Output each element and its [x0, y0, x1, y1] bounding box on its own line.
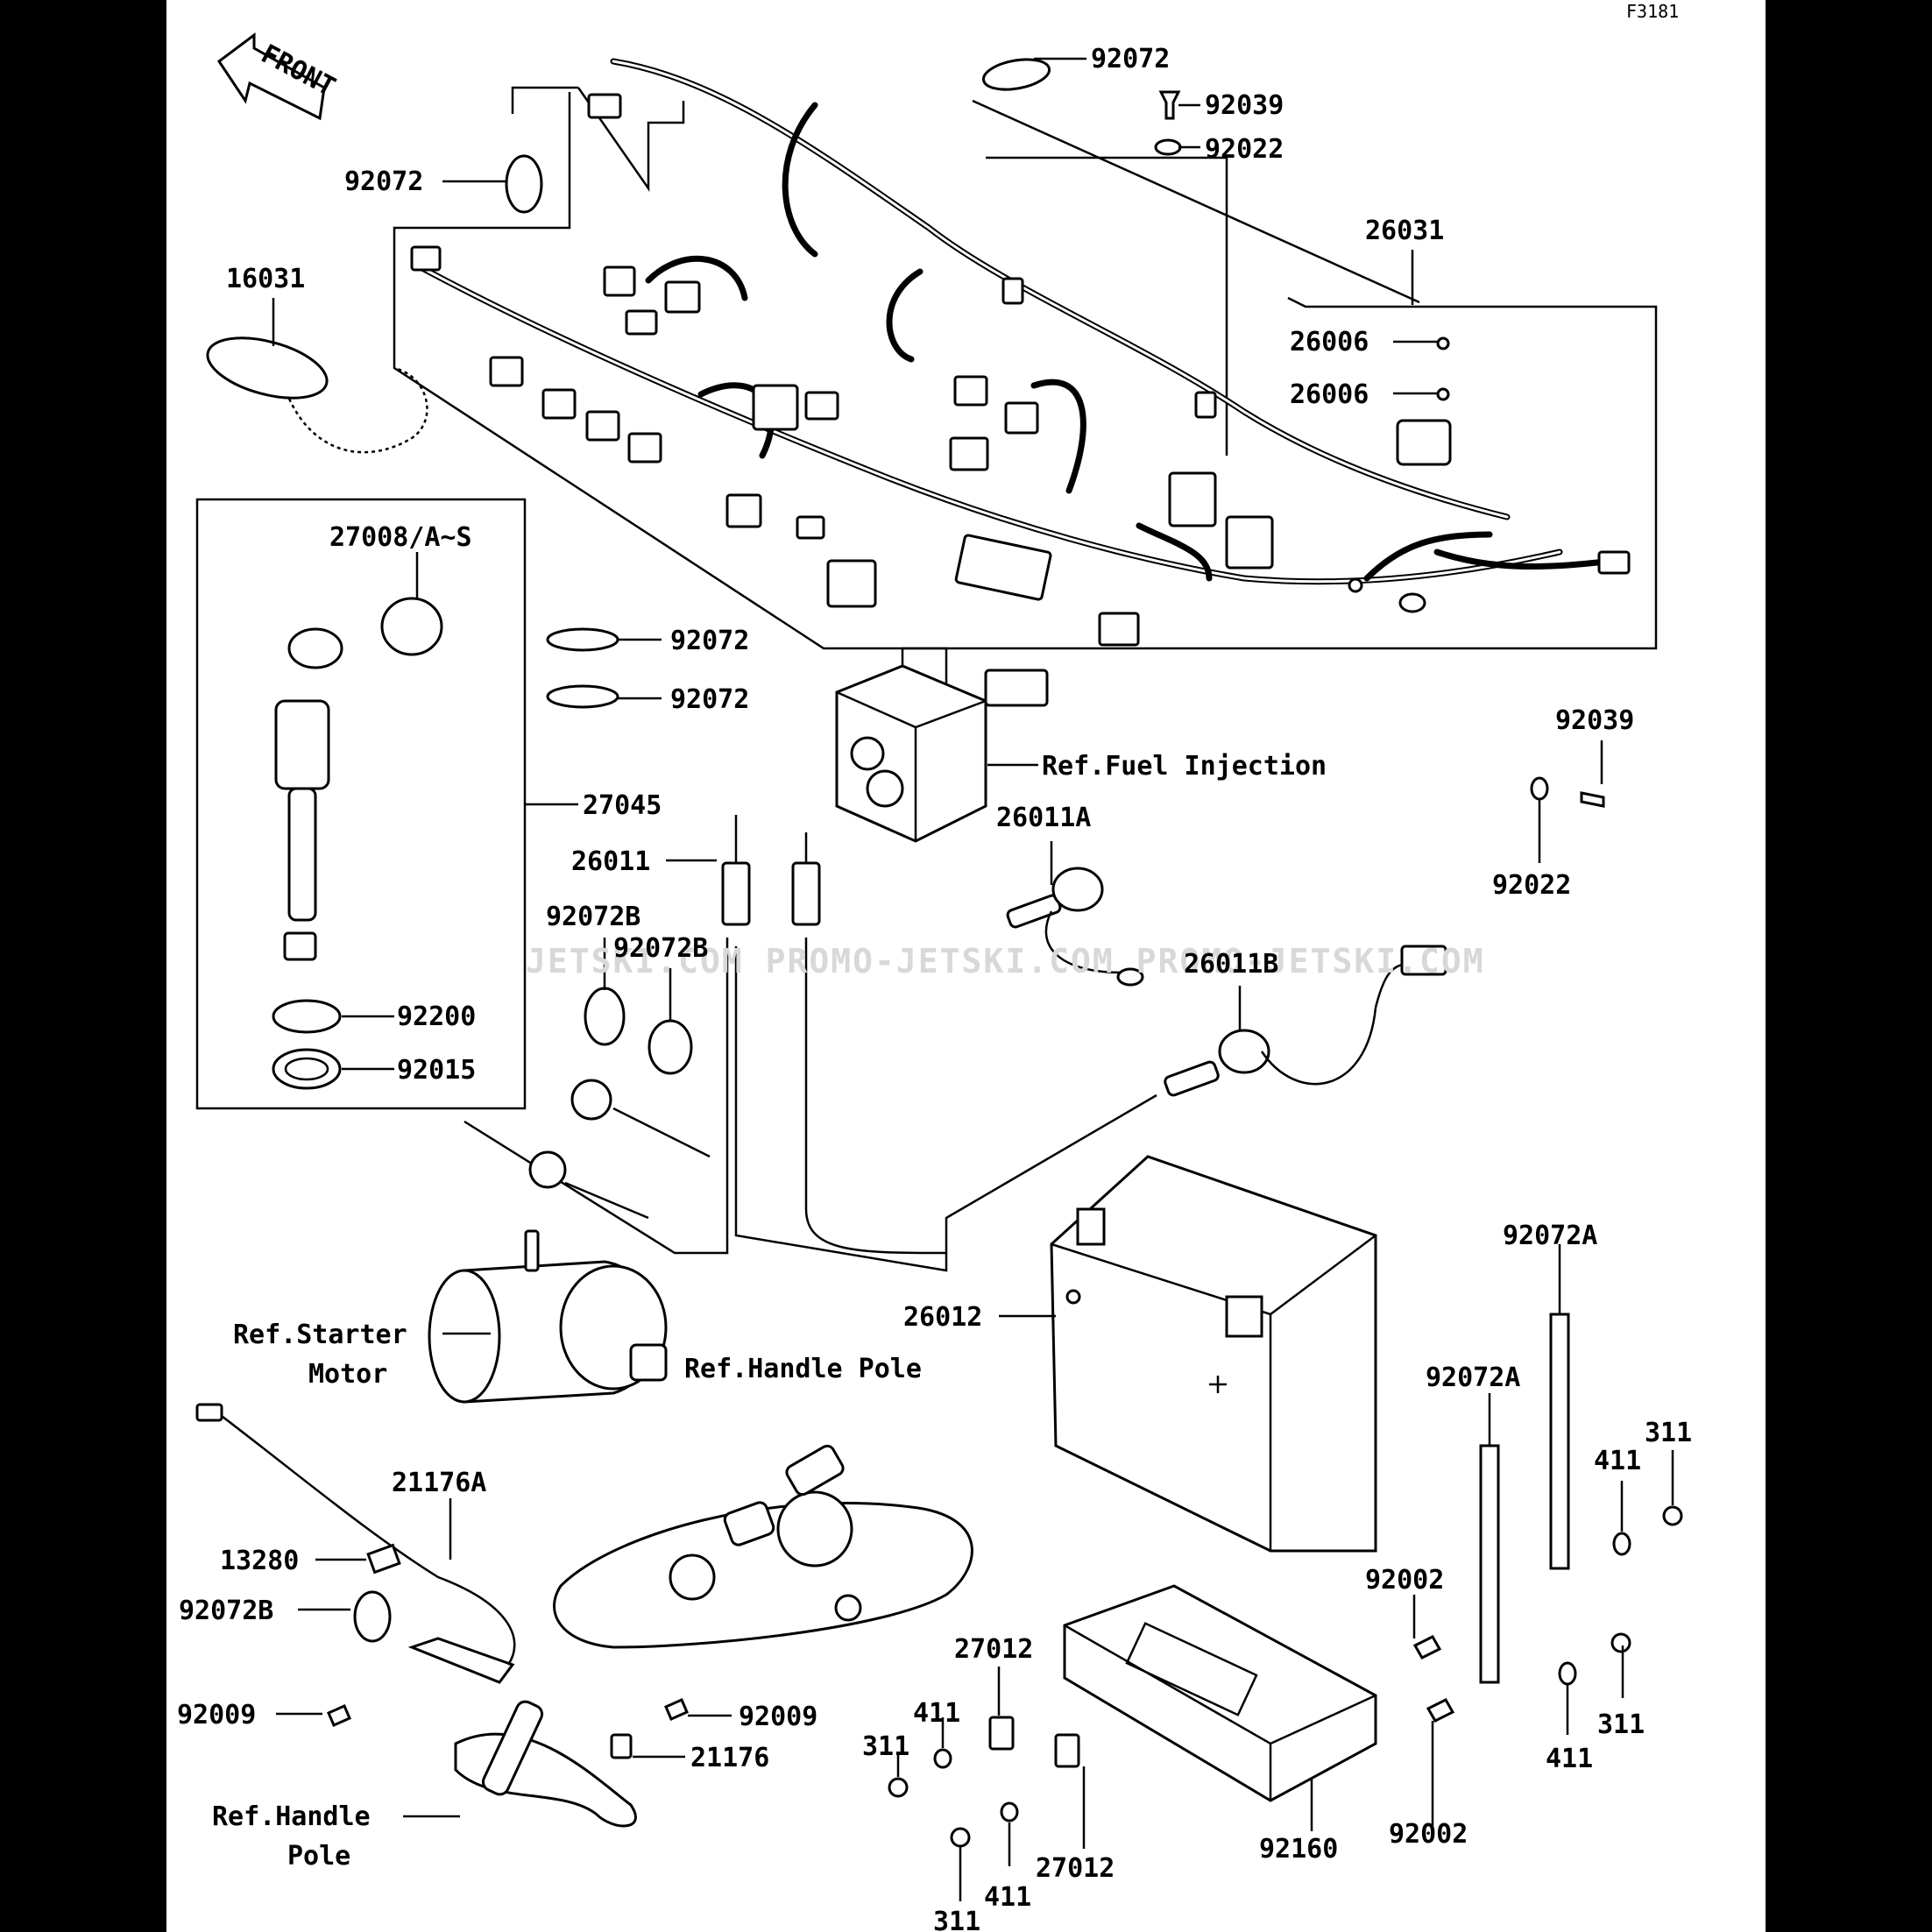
- label-27008: 27008/A~S: [329, 522, 472, 553]
- ignition-box-frame: [195, 498, 527, 1110]
- label-92039-right: 92039: [1555, 705, 1634, 736]
- handle-pole-assembly: [195, 1403, 973, 1828]
- label-92072A-a: 92072A: [1503, 1221, 1597, 1251]
- label-26006-b: 26006: [1290, 379, 1369, 410]
- label-411-a: 411: [1594, 1446, 1641, 1476]
- front-arrow-icon: FRONT: [216, 32, 340, 121]
- label-411-d: 411: [984, 1882, 1031, 1913]
- label-26006-a: 26006: [1290, 327, 1369, 357]
- label-311-d: 311: [933, 1907, 980, 1932]
- starter-motor: [428, 1079, 711, 1404]
- figure-code: F3181: [1626, 1, 1679, 22]
- label-13280: 13280: [220, 1546, 299, 1576]
- label-92160: 92160: [1259, 1834, 1338, 1865]
- part-labels: 92072 92039 92022 92072 26031 16031 2600…: [177, 44, 1692, 1932]
- leader-lines: [272, 57, 1674, 1901]
- label-311-a: 311: [1645, 1418, 1692, 1448]
- label-26031: 26031: [1365, 216, 1444, 246]
- label-27045: 27045: [583, 790, 662, 821]
- label-92072B-b: 92072B: [613, 933, 708, 964]
- label-92072B-c: 92072B: [179, 1596, 273, 1626]
- battery-straps-92072A: [1479, 1313, 1570, 1684]
- label-92009-b: 92009: [739, 1702, 817, 1732]
- label-311-b: 311: [862, 1731, 909, 1762]
- battery-26012: [1050, 1155, 1377, 1553]
- label-21176A: 21176A: [392, 1468, 486, 1498]
- label-92072-top: 92072: [1091, 44, 1170, 74]
- parts-diagram: F3181 FRONT: [177, 1, 1692, 1932]
- label-26011A: 26011A: [996, 803, 1091, 833]
- label-92072-d: 92072: [670, 684, 749, 715]
- label-ref-handle-pole-1: Ref.Handle Pole: [684, 1354, 922, 1384]
- cable-straps: [505, 58, 1051, 1075]
- label-21176: 21176: [690, 1743, 769, 1773]
- label-26011B: 26011B: [1184, 949, 1278, 980]
- label-92072B-a: 92072B: [546, 902, 640, 932]
- label-411-b: 411: [913, 1698, 960, 1729]
- label-ref-starter-1: Ref.Starter: [233, 1320, 407, 1350]
- fasteners-top: [1154, 90, 1605, 808]
- label-92072-c: 92072: [670, 626, 749, 656]
- label-16031: 16031: [226, 264, 305, 294]
- label-26012: 26012: [903, 1302, 982, 1333]
- label-ref-handle-2a: Ref.Handle: [212, 1801, 371, 1832]
- battery-tray-92160: [1063, 1584, 1377, 1802]
- label-411-c: 411: [1546, 1744, 1593, 1774]
- main-harness-frame: [393, 86, 1658, 650]
- label-27012-a: 27012: [954, 1634, 1033, 1665]
- label-92002-a: 92002: [1365, 1565, 1444, 1596]
- fuel-injection-block: [835, 647, 1049, 843]
- label-92015: 92015: [397, 1055, 476, 1086]
- label-92002-b: 92002: [1389, 1819, 1468, 1850]
- parts-diagram-sheet: F3181 FRONT: [166, 0, 1766, 1932]
- label-92022-right: 92022: [1492, 870, 1571, 901]
- label-92200: 92200: [397, 1001, 476, 1032]
- label-26011: 26011: [571, 846, 650, 877]
- watermark-text: JETSKI.COM PROMO-JETSKI.COM PROMO-JETSKI…: [526, 942, 1485, 980]
- label-92039-top: 92039: [1205, 90, 1284, 121]
- label-92022-top: 92022: [1205, 134, 1284, 165]
- battery-cables: [464, 815, 1447, 1272]
- wire-harness-26031: [417, 58, 1616, 585]
- label-92072-left: 92072: [344, 166, 423, 197]
- ignition-switch-parts: [272, 597, 443, 1090]
- label-311-c: 311: [1597, 1709, 1645, 1740]
- label-ref-fuel-injection: Ref.Fuel Injection: [1042, 751, 1327, 782]
- label-27012-b: 27012: [1036, 1853, 1115, 1884]
- label-92009-a: 92009: [177, 1700, 256, 1730]
- harness-connectors: [410, 93, 1631, 647]
- label-ref-handle-2b: Pole: [287, 1841, 350, 1872]
- label-ref-starter-2: Motor: [308, 1359, 387, 1390]
- label-92072A-b: 92072A: [1426, 1362, 1520, 1393]
